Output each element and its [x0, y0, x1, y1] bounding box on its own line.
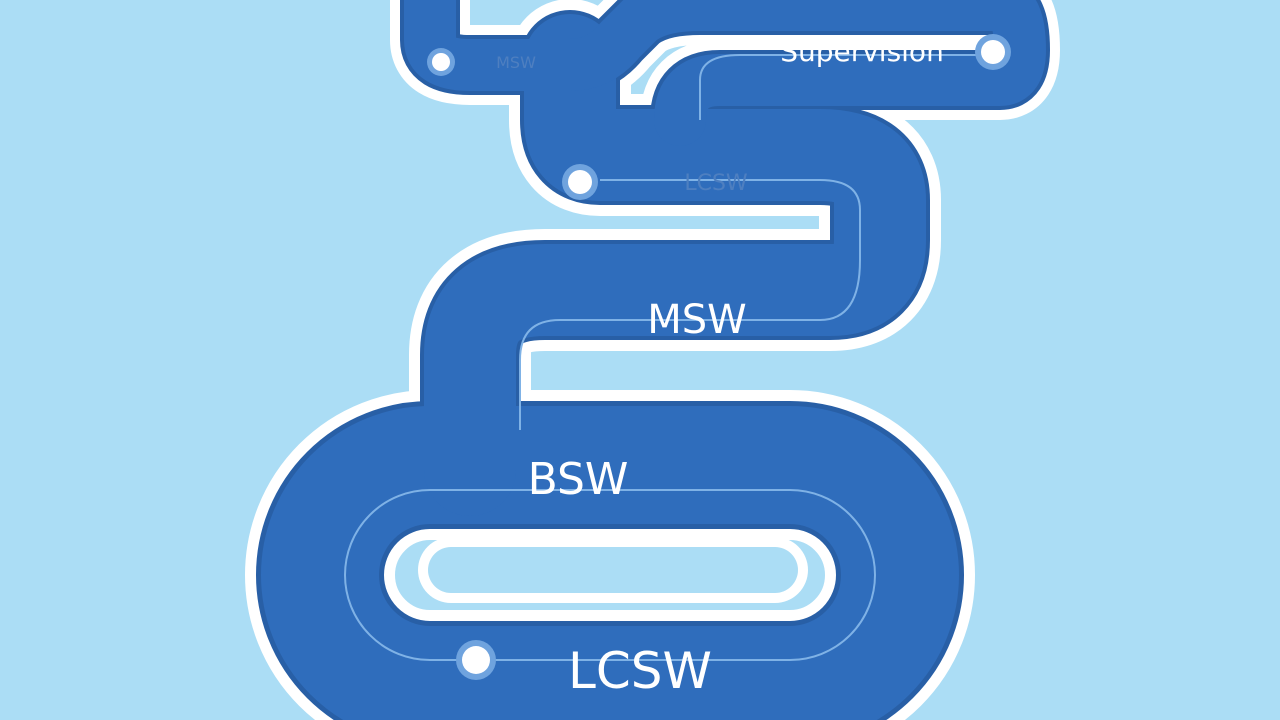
node-dot [462, 646, 490, 674]
road [261, 0, 1046, 720]
center-lines [344, 54, 990, 661]
node-dot [981, 40, 1005, 64]
label-bsw: BSW [528, 454, 629, 505]
racetrack-center-line [344, 489, 876, 661]
node-dot [432, 53, 450, 71]
circle-node-icon [975, 34, 1011, 70]
label-faint-top: MSW [496, 53, 536, 72]
racetrack-road [261, 406, 959, 720]
circle-node-icon [427, 48, 455, 76]
label-lcsw: LCSW [568, 642, 712, 700]
top-branch-road [404, 0, 1046, 146]
node-dot [568, 170, 592, 194]
circle-node-icon [456, 640, 496, 680]
top-center-line [699, 54, 990, 120]
racetrack-hole [428, 547, 798, 593]
s-curve-center-line [519, 179, 861, 430]
label-lcsw-small: LCSW [684, 171, 748, 196]
circle-node-icon [562, 164, 598, 200]
label-supervision: Supervision [780, 35, 944, 68]
label-msw: MSW [647, 297, 746, 343]
nodes [427, 34, 1011, 680]
s-curve-road [424, 14, 926, 516]
